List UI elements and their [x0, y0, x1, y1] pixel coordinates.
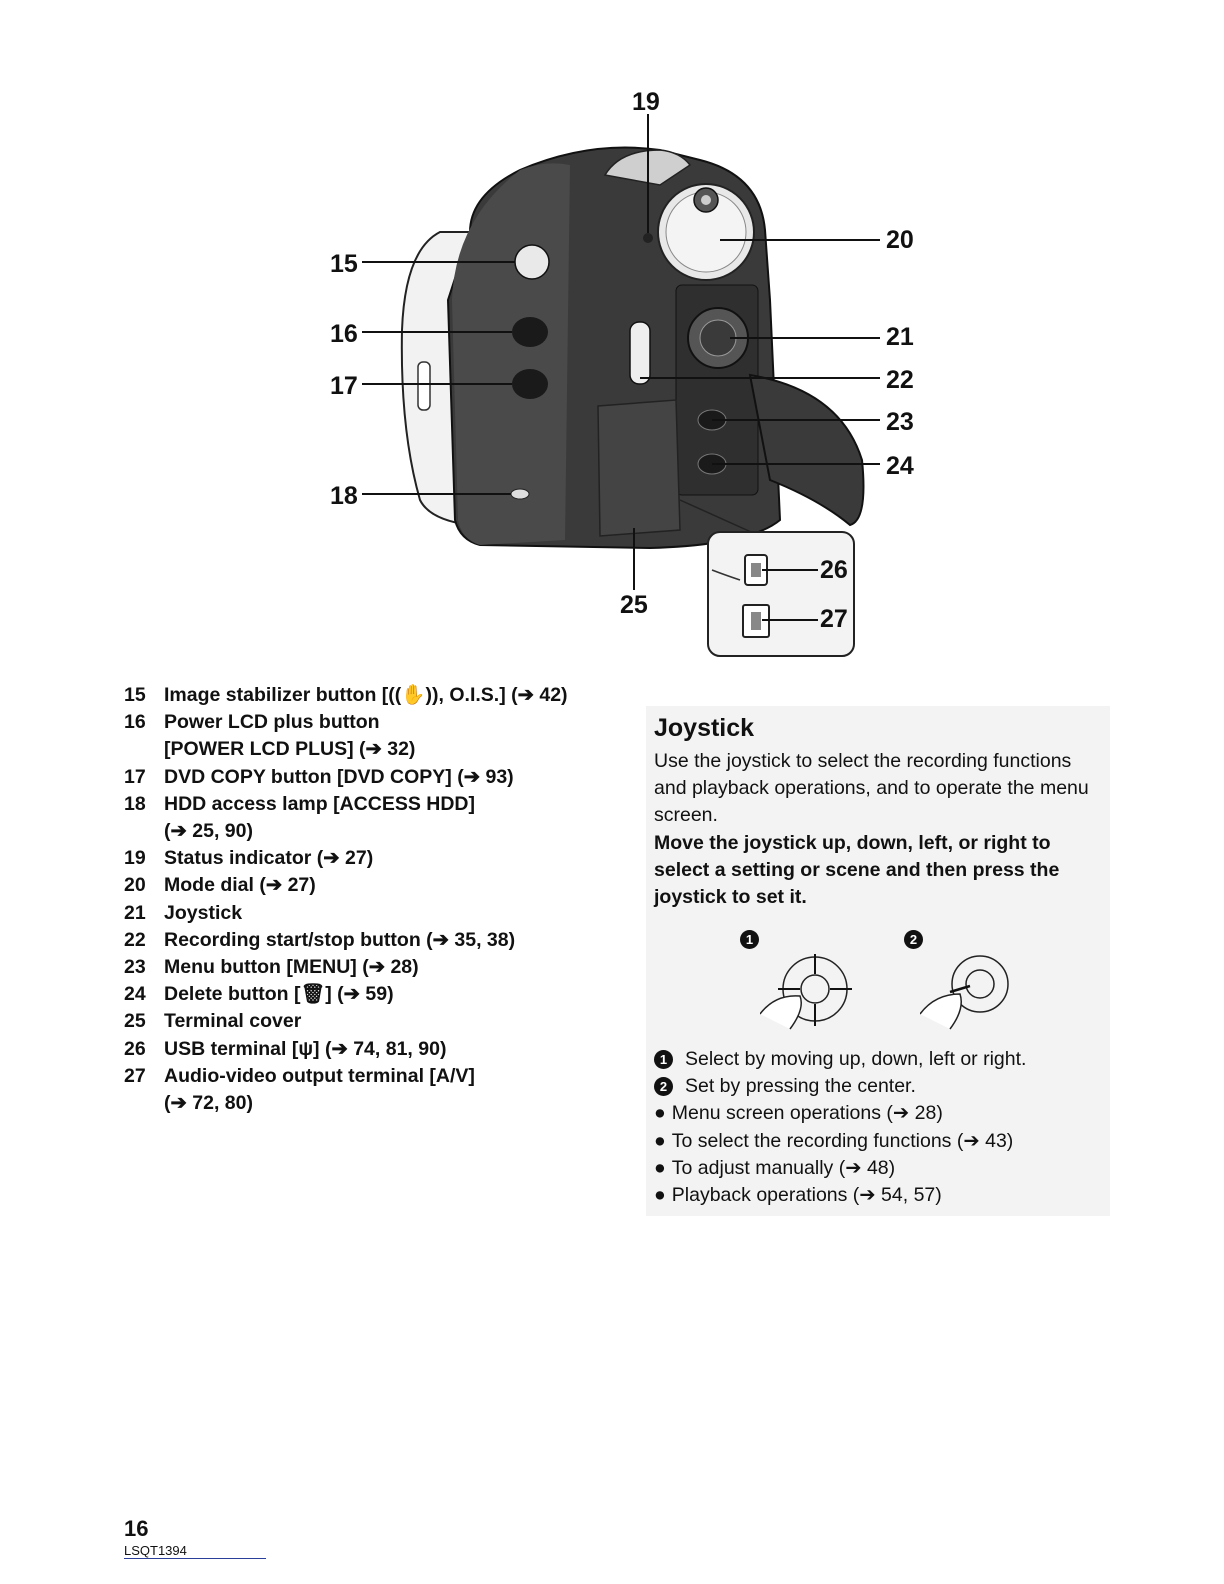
list-item: ●To select the recording functions (➔ 43…: [654, 1128, 1104, 1155]
list-item: 18 HDD access lamp [ACCESS HDD] (➔ 25, 90): [124, 791, 624, 845]
callout-25: 25: [620, 591, 648, 619]
list-item: 23 Menu button [MENU] (➔ 28): [124, 954, 624, 981]
bullet-text: To adjust manually (➔ 48): [671, 1156, 896, 1179]
callout-20: 20: [886, 226, 914, 254]
document-code: LSQT1394: [124, 1543, 266, 1559]
callout-19: 19: [632, 88, 660, 116]
callout-26: 26: [820, 556, 848, 584]
bullet-icon: ●: [654, 1156, 666, 1179]
bullet-text: Menu screen operations (➔ 28): [671, 1102, 943, 1125]
item-text: Menu button [MENU] (➔ 28): [164, 956, 419, 979]
joystick-notes: 1 Select by moving up, down, left or righ…: [654, 1046, 1104, 1209]
item-text: Audio-video output terminal [A/V]: [164, 1064, 475, 1087]
list-item: 24 Delete button [🗑] (➔ 59): [124, 981, 624, 1008]
callout-16: 16: [330, 320, 358, 348]
bullet-text: To select the recording functions (➔ 43): [671, 1129, 1014, 1152]
section-intro: Use the joystick to select the recording…: [654, 750, 1089, 827]
list-item: 1 Select by moving up, down, left or righ…: [654, 1046, 1104, 1073]
item-text: Recording start/stop button (➔ 35, 38): [164, 928, 516, 951]
step-text: Set by pressing the center.: [685, 1075, 916, 1098]
item-text: Status indicator (➔ 27): [164, 847, 374, 870]
callout-17: 17: [330, 372, 358, 400]
item-number: 20: [124, 874, 146, 897]
joystick-move-figure: [760, 954, 852, 1030]
step-marker-1: 1: [654, 1050, 673, 1070]
item-text: Joystick: [164, 901, 243, 924]
item-number: 27: [124, 1064, 146, 1087]
item-text-continued: (➔ 25, 90): [164, 820, 253, 843]
list-item: 17 DVD COPY button [DVD COPY] (➔ 93): [124, 764, 624, 791]
item-text: HDD access lamp [ACCESS HDD]: [164, 792, 476, 815]
list-item: 25 Terminal cover: [124, 1008, 624, 1035]
item-text: USB terminal [ψ] (➔ 74, 81, 90): [164, 1037, 447, 1060]
item-number: 22: [124, 928, 146, 951]
joystick-section: [646, 706, 1110, 1216]
step-text: Select by moving up, down, left or right…: [685, 1048, 1027, 1070]
item-number: 18: [124, 792, 146, 815]
figure-marker-2: 2: [904, 930, 923, 949]
item-number: 26: [124, 1037, 146, 1060]
list-item: ●To adjust manually (➔ 48): [654, 1155, 1104, 1182]
item-text: Power LCD plus button: [164, 711, 380, 734]
item-text: DVD COPY button [DVD COPY] (➔ 93): [164, 765, 514, 788]
item-number: 17: [124, 765, 146, 788]
page-number: 16: [124, 1516, 149, 1541]
list-item: ●Playback operations (➔ 54, 57): [654, 1182, 1104, 1209]
step-marker-2: 2: [654, 1077, 673, 1097]
item-number: 16: [124, 711, 146, 734]
item-text: Image stabilizer button [((✋)), O.I.S.] …: [164, 684, 568, 706]
section-title: Joystick: [654, 714, 755, 742]
list-item: 16 Power LCD plus button [POWER LCD PLUS] …: [124, 709, 624, 763]
item-text-continued: (➔ 72, 80): [164, 1092, 253, 1115]
list-item: 21 Joystick: [124, 900, 624, 927]
item-number: 15: [124, 684, 146, 706]
callout-24: 24: [886, 452, 914, 480]
list-item: 15 Image stabilizer button [((✋)), O.I.S.…: [124, 682, 624, 709]
item-number: 25: [124, 1010, 146, 1033]
bullet-icon: ●: [654, 1102, 666, 1125]
list-item: 19 Status indicator (➔ 27): [124, 845, 624, 872]
item-text: Mode dial (➔ 27): [164, 874, 316, 897]
callout-15: 15: [330, 250, 358, 278]
callout-18: 18: [330, 482, 358, 510]
joystick-illustrations: 1 2: [730, 924, 1050, 1034]
callout-27: 27: [820, 605, 848, 633]
camera-illustration: [362, 114, 880, 657]
joystick-press-figure: [920, 955, 1009, 1030]
list-item: ●Menu screen operations (➔ 28): [654, 1100, 1104, 1127]
list-item: 20 Mode dial (➔ 27): [124, 872, 624, 899]
callout-21: 21: [886, 323, 914, 351]
callout-22: 22: [886, 366, 914, 394]
list-item: 27 Audio-video output terminal [A/V] (➔ 72…: [124, 1063, 624, 1117]
item-number: 23: [124, 956, 146, 979]
parts-list: 15 Image stabilizer button [((✋)), O.I.S.…: [124, 682, 624, 1117]
list-item: 22 Recording start/stop button (➔ 35, 38): [124, 927, 624, 954]
callout-23: 23: [886, 408, 914, 436]
item-number: 21: [124, 901, 146, 924]
list-item: 2 Set by pressing the center.: [654, 1073, 1104, 1100]
bullet-text: Playback operations (➔ 54, 57): [671, 1184, 942, 1207]
bullet-icon: ●: [654, 1129, 666, 1152]
item-text: Terminal cover: [164, 1010, 302, 1033]
camera-diagram: 19 15 16 17 18 20 21 22 23 24 25 26 27: [0, 0, 1224, 680]
list-item: 26 USB terminal [ψ] (➔ 74, 81, 90): [124, 1036, 624, 1063]
section-instruction: Move the joystick up, down, left, or rig…: [654, 832, 1060, 909]
figure-marker-1: 1: [740, 930, 759, 949]
item-text-continued: [POWER LCD PLUS] (➔ 32): [164, 738, 416, 761]
item-number: 19: [124, 847, 146, 870]
item-number: 24: [124, 983, 146, 1006]
bullet-icon: ●: [654, 1184, 666, 1207]
item-text: Delete button [🗑] (➔ 59): [164, 983, 394, 1006]
